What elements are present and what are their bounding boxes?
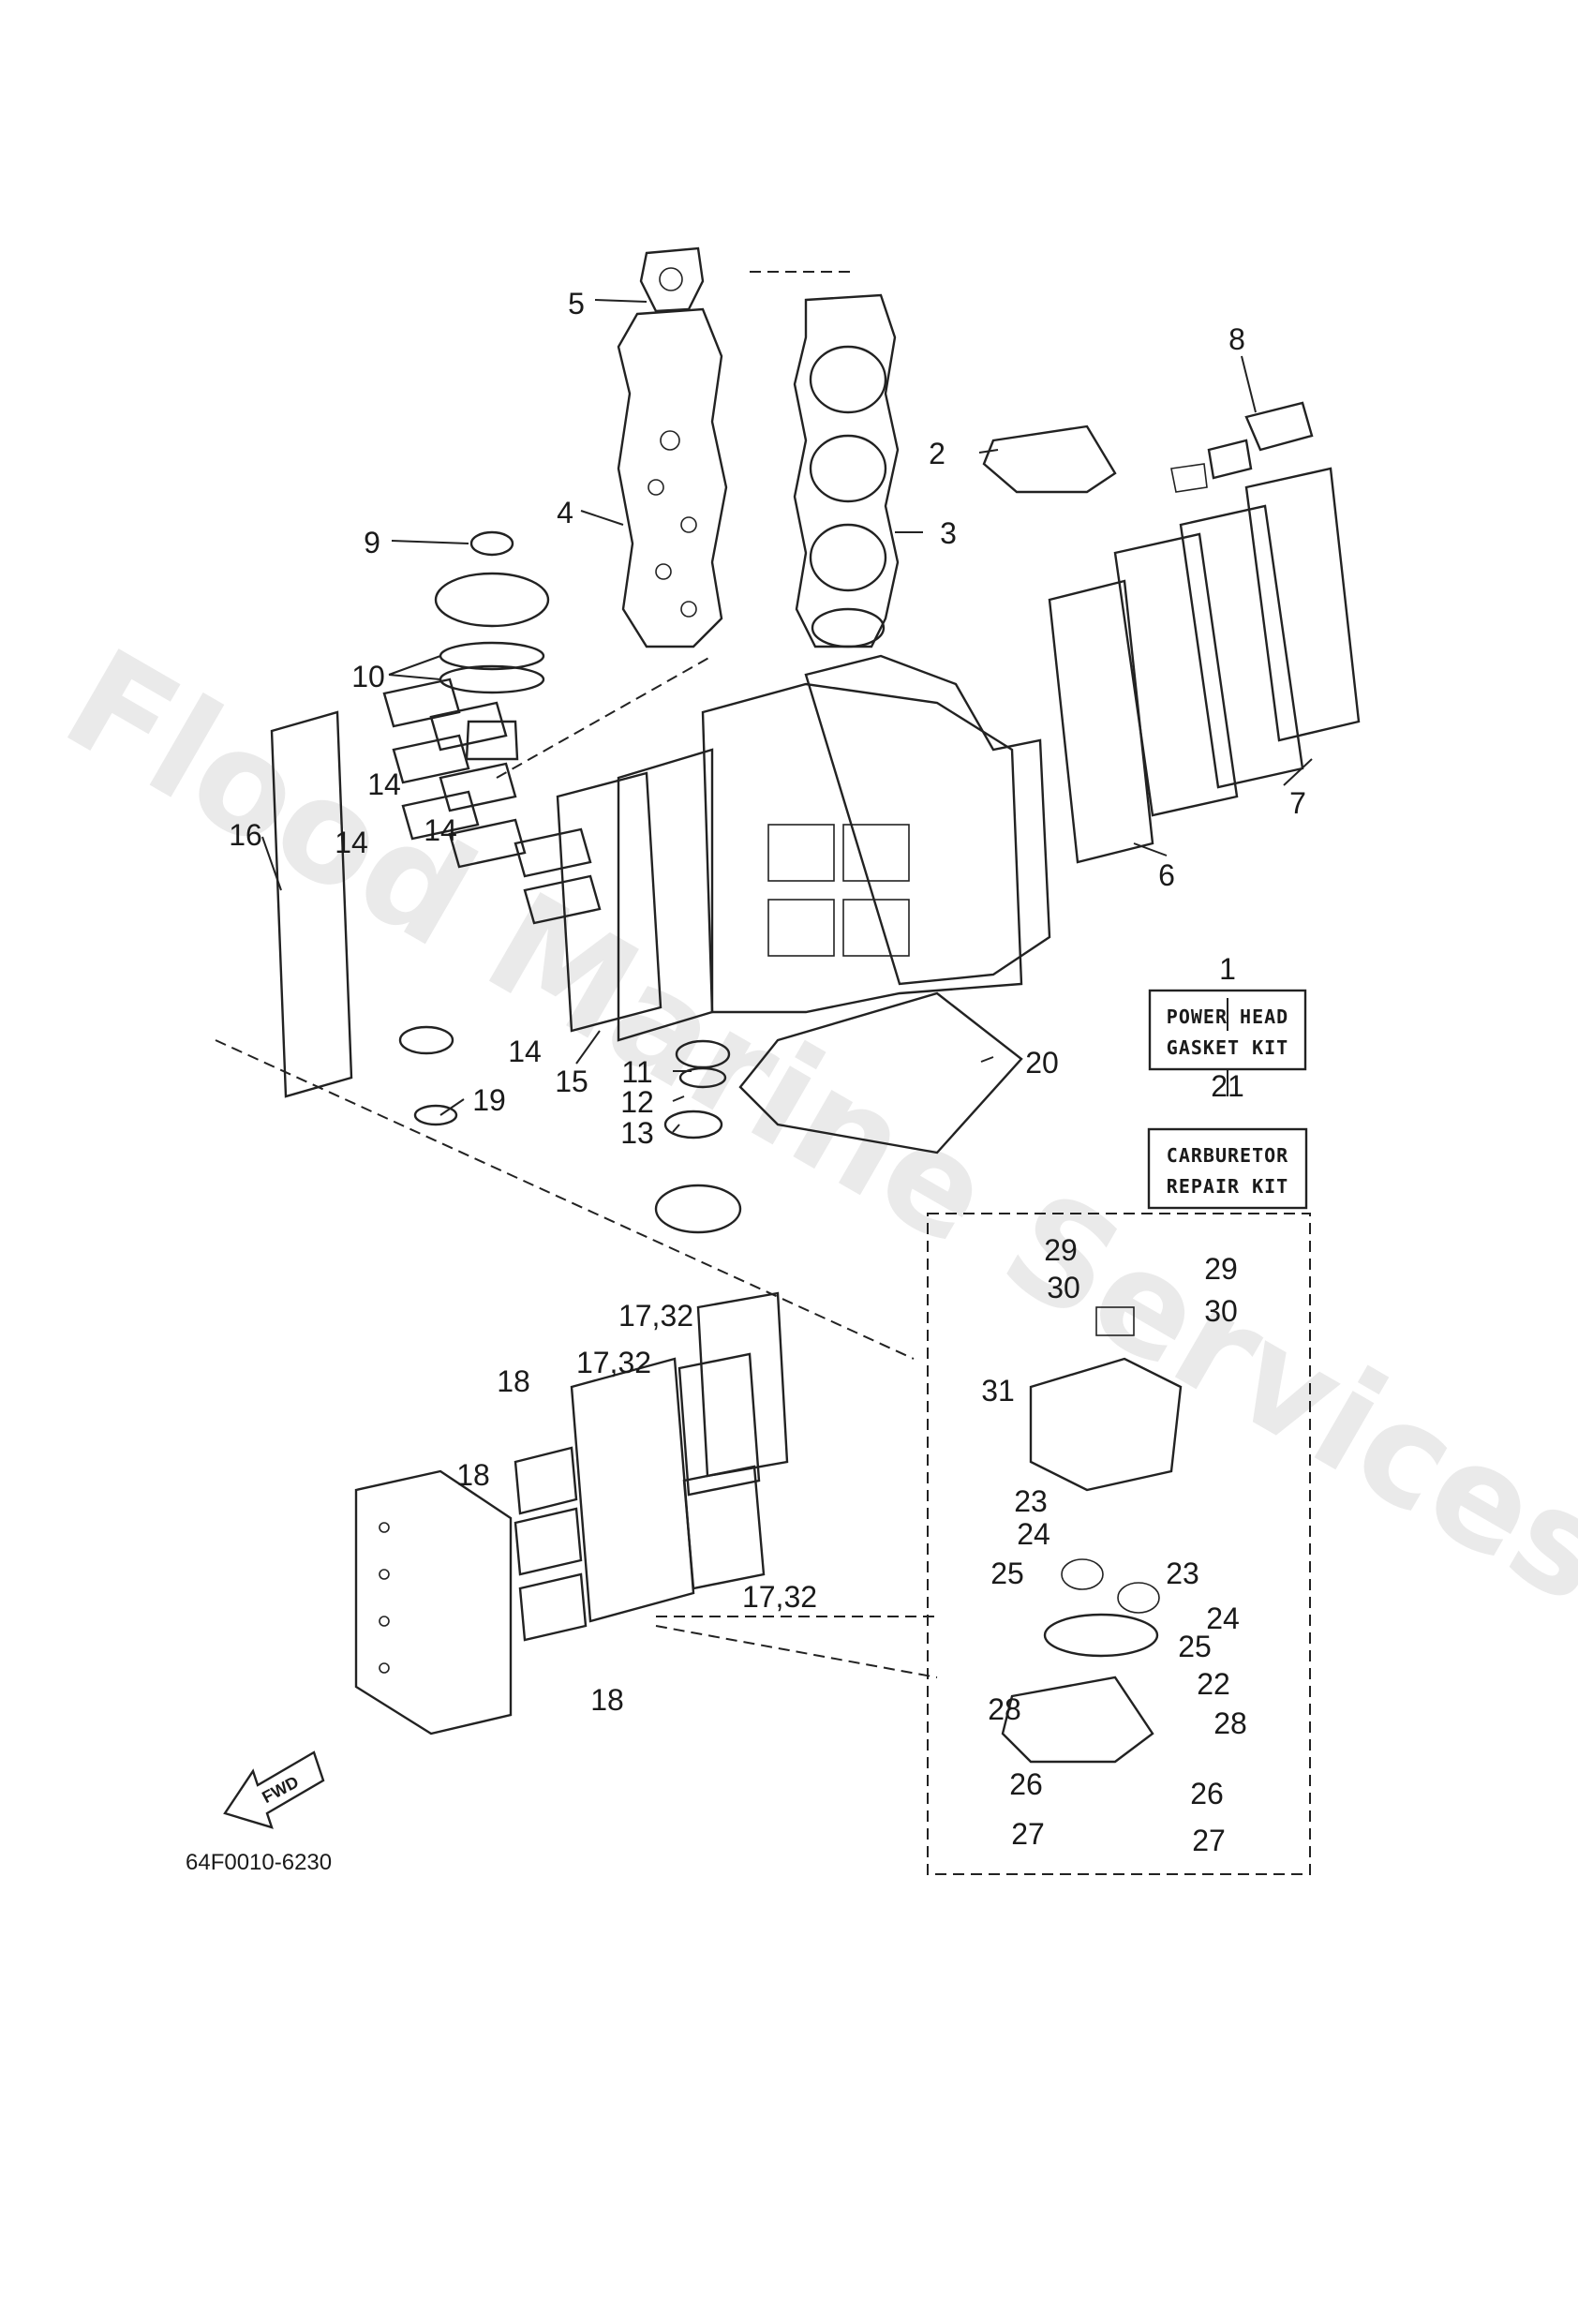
seal-housing-9-10 (434, 530, 550, 761)
callout-label: 29 (1204, 1252, 1238, 1286)
callout-label: 18 (497, 1364, 530, 1398)
callout-label: 10 (351, 660, 385, 693)
intake-gasket-16 (270, 710, 353, 1098)
carburetor-kit-frame (927, 1213, 1311, 1875)
callout-label: 2 (929, 437, 945, 470)
thermostat-8 (1170, 401, 1314, 493)
kit-line-1: CARBURETOR (1167, 1144, 1288, 1167)
callout-label: 23 (1166, 1557, 1199, 1590)
callout-label: 18 (456, 1458, 490, 1492)
callout-label: 12 (620, 1085, 654, 1119)
forward-arrow-icon: FWD (223, 1750, 325, 1829)
callout-label: 30 (1204, 1294, 1238, 1328)
callout-label: 6 (1158, 858, 1175, 892)
callout-label: 15 (555, 1065, 588, 1098)
callout-label: 20 (1025, 1046, 1059, 1080)
callout-label: 5 (568, 287, 585, 320)
crankcase-block (617, 654, 1051, 1042)
watermark-text: Flood Marine Services (39, 618, 1578, 1635)
callout-label: 14 (367, 767, 401, 801)
callout-label: 30 (1047, 1271, 1080, 1304)
callout-label: 23 (1014, 1484, 1048, 1518)
exhaust-cover-gasket-5 (639, 246, 705, 313)
callout-label: 14 (508, 1035, 542, 1068)
callout-label: 17,32 (742, 1580, 817, 1614)
silencer-cover (354, 1469, 513, 1736)
head-gasket-4 (617, 307, 728, 648)
reed-valves-14 (382, 678, 602, 925)
callout-labels: 5 4 9 10 3 2 8 7 6 14 14 14 14 16 15 11 … (229, 287, 1306, 1857)
power-head-gasket-kit-box: 1 POWER HEAD GASKET KIT (1148, 952, 1307, 1071)
plate-gaskets-19 (398, 1025, 458, 1126)
callout-label: 7 (1289, 786, 1306, 820)
callout-label: 26 (1009, 1767, 1043, 1801)
kit-line-1: POWER HEAD (1167, 1006, 1288, 1028)
carburetor-body (1001, 1306, 1183, 1764)
bearing-seals-11-13 (654, 1039, 742, 1234)
carburetor-repair-kit-box: 21 CARBURETOR REPAIR KIT (1147, 1069, 1308, 1210)
drawing-code: 64F0010-6230 (186, 1850, 332, 1875)
callout-label: 27 (1011, 1817, 1045, 1851)
callout-label: 16 (229, 818, 262, 852)
carburetor-gaskets-18 (514, 1446, 588, 1642)
callout-label: 22 (1197, 1667, 1230, 1701)
callout-label: 4 (557, 496, 573, 529)
callout-label: 29 (1044, 1233, 1078, 1267)
leader-lines (215, 271, 1313, 1678)
callout-label: 25 (1178, 1630, 1212, 1663)
base-gasket-20 (738, 991, 1023, 1155)
callout-label: 17,32 (618, 1299, 693, 1333)
carburetor-gaskets-17-32 (570, 1291, 789, 1623)
callout-label: 11 (621, 1055, 652, 1089)
callout-label: 14 (335, 826, 368, 859)
kit-line-2: REPAIR KIT (1167, 1175, 1288, 1198)
callout-label: 25 (990, 1557, 1024, 1590)
callout-label: 31 (981, 1374, 1015, 1408)
kit-number: 1 (1219, 952, 1236, 986)
callout-label: 14 (424, 813, 457, 847)
callout-label: 28 (1213, 1706, 1247, 1740)
callout-label: 13 (620, 1116, 654, 1150)
callout-label: 27 (1192, 1824, 1226, 1857)
kit-number: 21 (1211, 1069, 1244, 1103)
kit-line-2: GASKET KIT (1167, 1036, 1288, 1059)
callout-label: 18 (590, 1683, 624, 1717)
callout-label: 26 (1190, 1777, 1224, 1810)
cover-gasket-2 (982, 425, 1117, 494)
cylinder-gasket-3 (793, 293, 900, 648)
callout-label: 17,32 (576, 1346, 651, 1379)
fwd-label: FWD (259, 1772, 302, 1807)
callout-label: 3 (940, 516, 957, 550)
callout-label: 19 (472, 1083, 506, 1117)
callout-label: 8 (1228, 322, 1245, 356)
callout-label: 28 (988, 1692, 1021, 1726)
callout-label: 24 (1206, 1601, 1240, 1635)
callout-label: 24 (1017, 1517, 1050, 1551)
callout-label: 9 (364, 526, 380, 559)
intake-manifold-15 (556, 771, 662, 1033)
exhaust-plates-6-7 (1048, 467, 1361, 864)
